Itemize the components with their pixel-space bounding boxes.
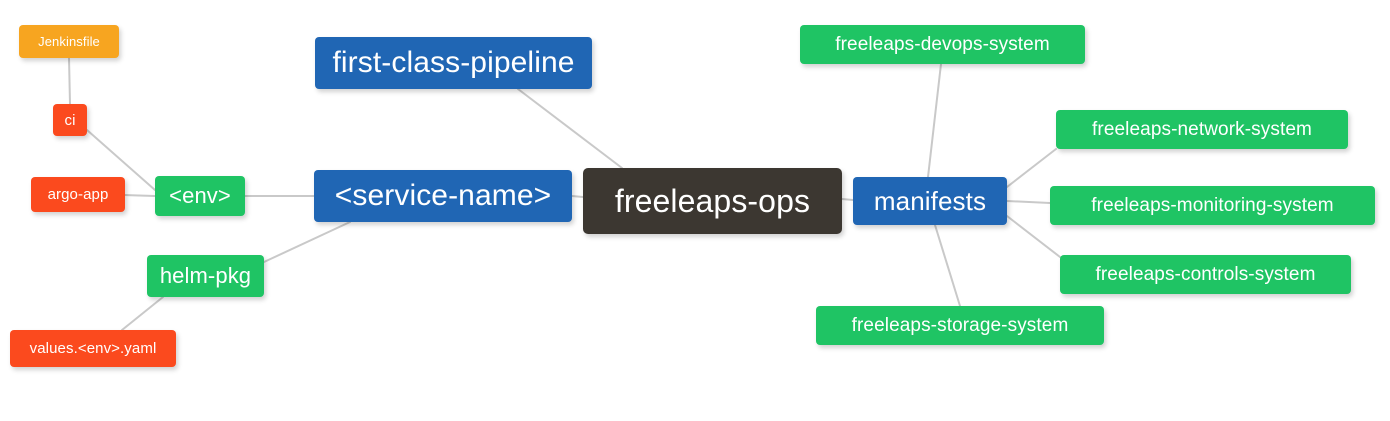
node-monitoring-sys[interactable]: freeleaps-monitoring-system [1050,186,1375,225]
node-label: freeleaps-ops [614,183,811,219]
edge-jenkinsfile-to-ci [68,57,71,105]
node-values-yaml[interactable]: values.<env>.yaml [10,330,176,367]
node-label: freeleaps-controls-system [1095,264,1316,285]
node-manifests[interactable]: manifests [853,177,1007,225]
node-label: <env> [169,183,231,208]
edge-service-name-to-freeleaps-ops [571,195,584,198]
node-helm-pkg[interactable]: helm-pkg [147,255,264,297]
edge-freeleaps-ops-to-manifests [841,198,854,201]
node-label: freeleaps-storage-system [851,315,1069,336]
edge-pipeline-to-freeleaps-ops [517,88,623,169]
node-label: freeleaps-monitoring-system [1091,195,1334,216]
edge-helm-pkg-to-service-name [263,221,351,263]
node-ci[interactable]: ci [53,104,87,136]
node-label: argo-app [47,186,109,203]
node-label: manifests [873,186,987,216]
node-label: <service-name> [334,179,552,212]
node-jenkinsfile[interactable]: Jenkinsfile [19,25,119,58]
node-service-name[interactable]: <service-name> [314,170,572,222]
edge-manifests-to-devops-sys [927,63,942,178]
node-label: ci [64,111,76,129]
edge-argo-app-to-env [124,194,156,197]
node-env[interactable]: <env> [155,176,245,216]
node-label: helm-pkg [159,263,252,288]
edge-manifests-to-monitoring-sys [1006,200,1051,204]
node-label: freeleaps-devops-system [835,34,1050,55]
edge-manifests-to-network-sys [1006,148,1057,188]
node-controls-sys[interactable]: freeleaps-controls-system [1060,255,1351,294]
node-label: freeleaps-network-system [1092,119,1312,140]
edge-manifests-to-storage-sys [934,224,961,307]
node-devops-sys[interactable]: freeleaps-devops-system [800,25,1085,64]
node-label: Jenkinsfile [38,34,100,49]
node-network-sys[interactable]: freeleaps-network-system [1056,110,1348,149]
node-label: first-class-pipeline [332,46,575,79]
node-freeleaps-ops[interactable]: freeleaps-ops [583,168,842,234]
edge-values-yaml-to-helm-pkg [121,296,164,331]
node-pipeline[interactable]: first-class-pipeline [315,37,592,89]
node-label: values.<env>.yaml [29,340,157,357]
node-argo-app[interactable]: argo-app [31,177,125,212]
node-storage-sys[interactable]: freeleaps-storage-system [816,306,1104,345]
